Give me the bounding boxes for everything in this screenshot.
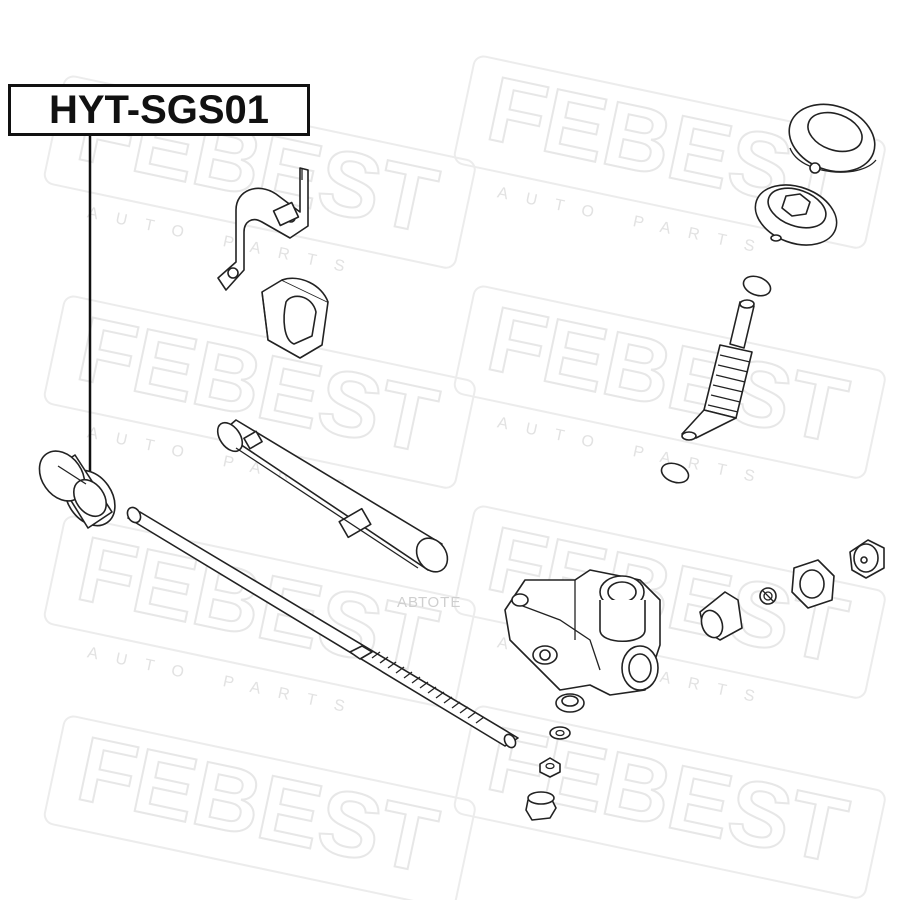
plug-cap-part xyxy=(525,791,557,821)
watermark-site-text: АВТОТЕ xyxy=(397,594,462,611)
top-seal-part xyxy=(788,103,877,174)
lock-nut-part xyxy=(791,559,835,609)
rack-bushing-part xyxy=(38,450,116,529)
o-ring-lower-part xyxy=(660,462,690,484)
pinion-shaft-part xyxy=(681,299,755,441)
washer-small-part xyxy=(549,726,571,740)
o-ring-upper-part xyxy=(742,275,772,297)
rack-guide-part xyxy=(699,591,743,641)
seal-small-part xyxy=(555,693,585,713)
rack-housing-tube-part xyxy=(216,419,449,573)
guide-spring-part xyxy=(759,587,777,605)
gear-housing-part xyxy=(504,569,661,696)
mounting-bracket-part xyxy=(217,167,309,291)
part-number-label: HYT-SGS01 xyxy=(8,84,310,136)
mount-bushing-part xyxy=(261,277,329,359)
watermark-layer: FEBEST AUTO PARTS FEBEST AUTO PARTS FEBE… xyxy=(43,55,886,905)
watermark-tile: FEBEST xyxy=(453,705,886,899)
nut-small-part xyxy=(539,757,561,778)
leader-line xyxy=(83,136,92,480)
steering-rack-part xyxy=(126,506,519,749)
watermark-tile: FEBEST xyxy=(43,715,476,905)
adjusting-cap-part xyxy=(849,539,885,579)
watermark-brand: FEBEST xyxy=(69,718,445,893)
adjuster-cap-part xyxy=(754,184,838,246)
